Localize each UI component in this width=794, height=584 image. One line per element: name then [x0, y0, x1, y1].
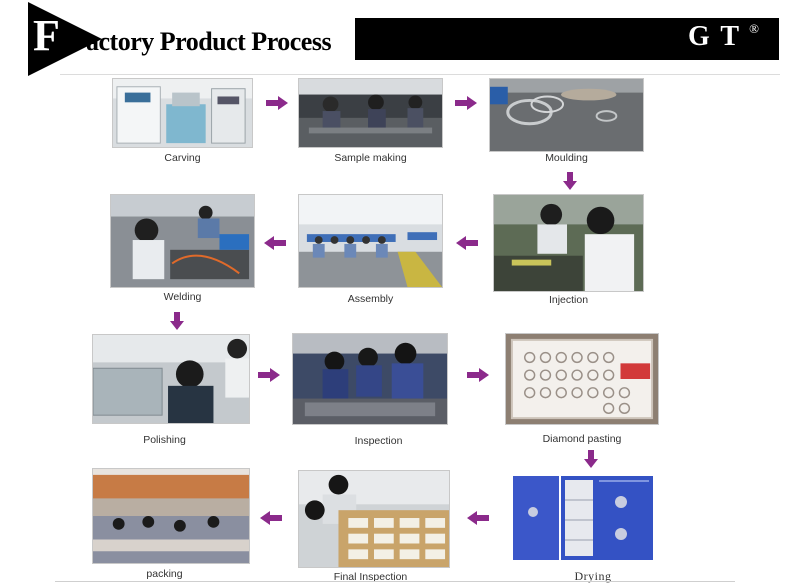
- photo-injection: [493, 194, 644, 292]
- page-title: actory Product Process: [86, 27, 332, 56]
- photo-welding: [110, 194, 255, 288]
- caption-moulding: Moulding: [545, 152, 588, 164]
- header-initial: F: [33, 11, 60, 60]
- arrow-down-icon: [563, 172, 577, 190]
- header-triangle: [28, 2, 102, 76]
- photo-sample-making: [298, 78, 443, 148]
- photo-assembly: [298, 194, 443, 288]
- header-divider: [60, 74, 780, 75]
- caption-sample-making: Sample making: [334, 152, 407, 164]
- arrow-left-icon: [260, 511, 282, 525]
- arrow-left-icon: [264, 236, 286, 250]
- caption-diamond-pasting: Diamond pasting: [542, 433, 622, 445]
- photo-moulding: [489, 78, 644, 152]
- arrow-down-icon: [584, 450, 598, 468]
- caption-final-inspection: Final Inspection: [333, 571, 408, 583]
- photo-packing: [92, 468, 250, 564]
- photo-drying: [507, 472, 659, 564]
- photo-polishing: [92, 334, 250, 424]
- photo-final-inspection: [298, 470, 450, 568]
- brand-logo: G T: [688, 21, 741, 52]
- arrow-right-icon: [455, 96, 477, 110]
- caption-welding: Welding: [163, 291, 202, 303]
- photo-diamond-pasting: [505, 333, 659, 425]
- caption-polishing: Polishing: [143, 434, 186, 446]
- caption-inspection: Inspection: [354, 435, 403, 447]
- caption-packing: packing: [146, 568, 183, 580]
- registered-mark: ®: [749, 21, 759, 36]
- caption-drying: Drying: [574, 569, 612, 583]
- photo-inspection: [292, 333, 448, 425]
- arrow-right-icon: [266, 96, 288, 110]
- arrow-down-icon: [170, 312, 184, 330]
- arrow-left-icon: [456, 236, 478, 250]
- caption-carving: Carving: [164, 152, 201, 164]
- brand-bar: G T ®: [355, 18, 779, 60]
- arrow-left-icon: [467, 511, 489, 525]
- photo-carving: [112, 78, 253, 148]
- arrow-right-icon: [258, 368, 280, 382]
- caption-assembly: Assembly: [347, 293, 394, 305]
- bottom-divider: [55, 581, 735, 582]
- arrow-right-icon: [467, 368, 489, 382]
- caption-injection: Injection: [548, 294, 589, 306]
